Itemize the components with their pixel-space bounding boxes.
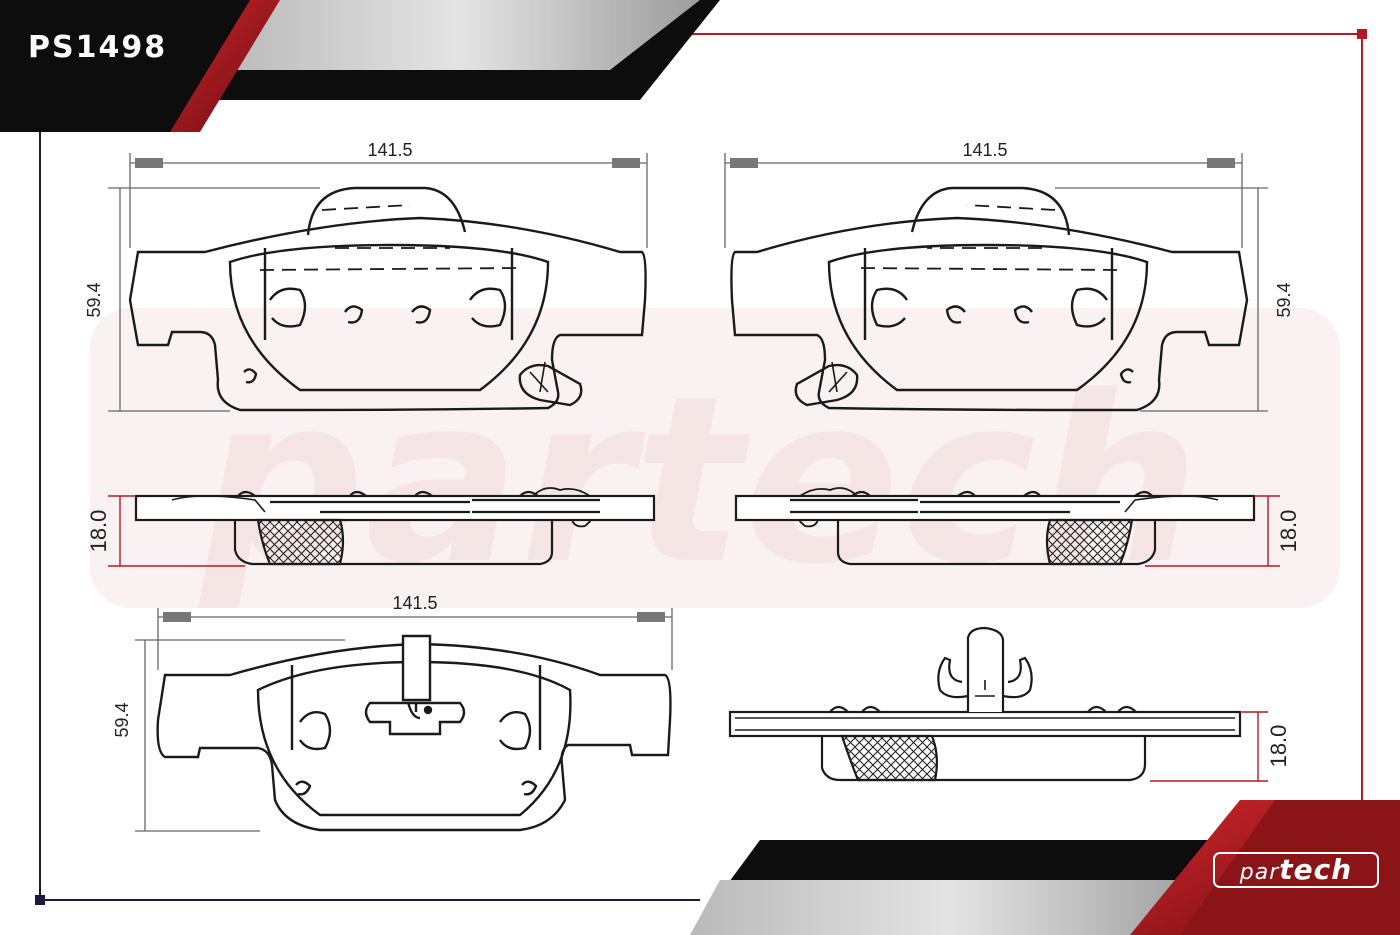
- dim-height-top-right: [1055, 187, 1268, 412]
- part-number: PS1498: [28, 30, 168, 65]
- dim-thickness-label-bottom: 18.0: [1266, 725, 1291, 768]
- dim-width-label-bottom: 141.5: [392, 593, 437, 613]
- dim-height-bottom: [135, 639, 345, 832]
- dim-thickness-top-right: [1145, 495, 1280, 567]
- footer-band: [690, 800, 1400, 935]
- dim-height-label-top-left: 59.4: [84, 282, 104, 317]
- dim-width-top-left: [129, 153, 648, 248]
- brand-logo-left: par: [1239, 860, 1280, 885]
- dim-thickness-bottom: [1150, 711, 1268, 782]
- dim-height-label-top-right: 59.4: [1274, 282, 1294, 317]
- pad-front-view-bottom: [156, 634, 672, 832]
- pad-side-view-top-right: [734, 487, 1256, 566]
- pad-side-view-top-left: [134, 487, 656, 566]
- dim-width-bottom: [157, 608, 673, 670]
- dim-thickness-top-left: [108, 495, 245, 567]
- brand-logo: partech: [1213, 852, 1379, 888]
- pad-side-view-bottom: [728, 626, 1242, 782]
- dim-thickness-label-top-right: 18.0: [1276, 510, 1301, 553]
- dim-height-top-left: [108, 187, 320, 412]
- dim-width-label-top-left: 141.5: [367, 140, 412, 160]
- watermark: [90, 308, 1340, 608]
- watermark-text: partech: [197, 348, 1199, 615]
- dim-height-label-bottom: 59.4: [112, 702, 132, 737]
- pad-front-view-top-left: [128, 186, 647, 412]
- dim-width-label-top-right: 141.5: [962, 140, 1007, 160]
- dim-width-top-right: [724, 153, 1243, 248]
- brand-logo-right: tech: [1279, 853, 1353, 886]
- dim-thickness-label-top-left: 18.0: [86, 510, 111, 553]
- pad-front-view-top-right: [730, 186, 1249, 412]
- header-band: [0, 0, 720, 132]
